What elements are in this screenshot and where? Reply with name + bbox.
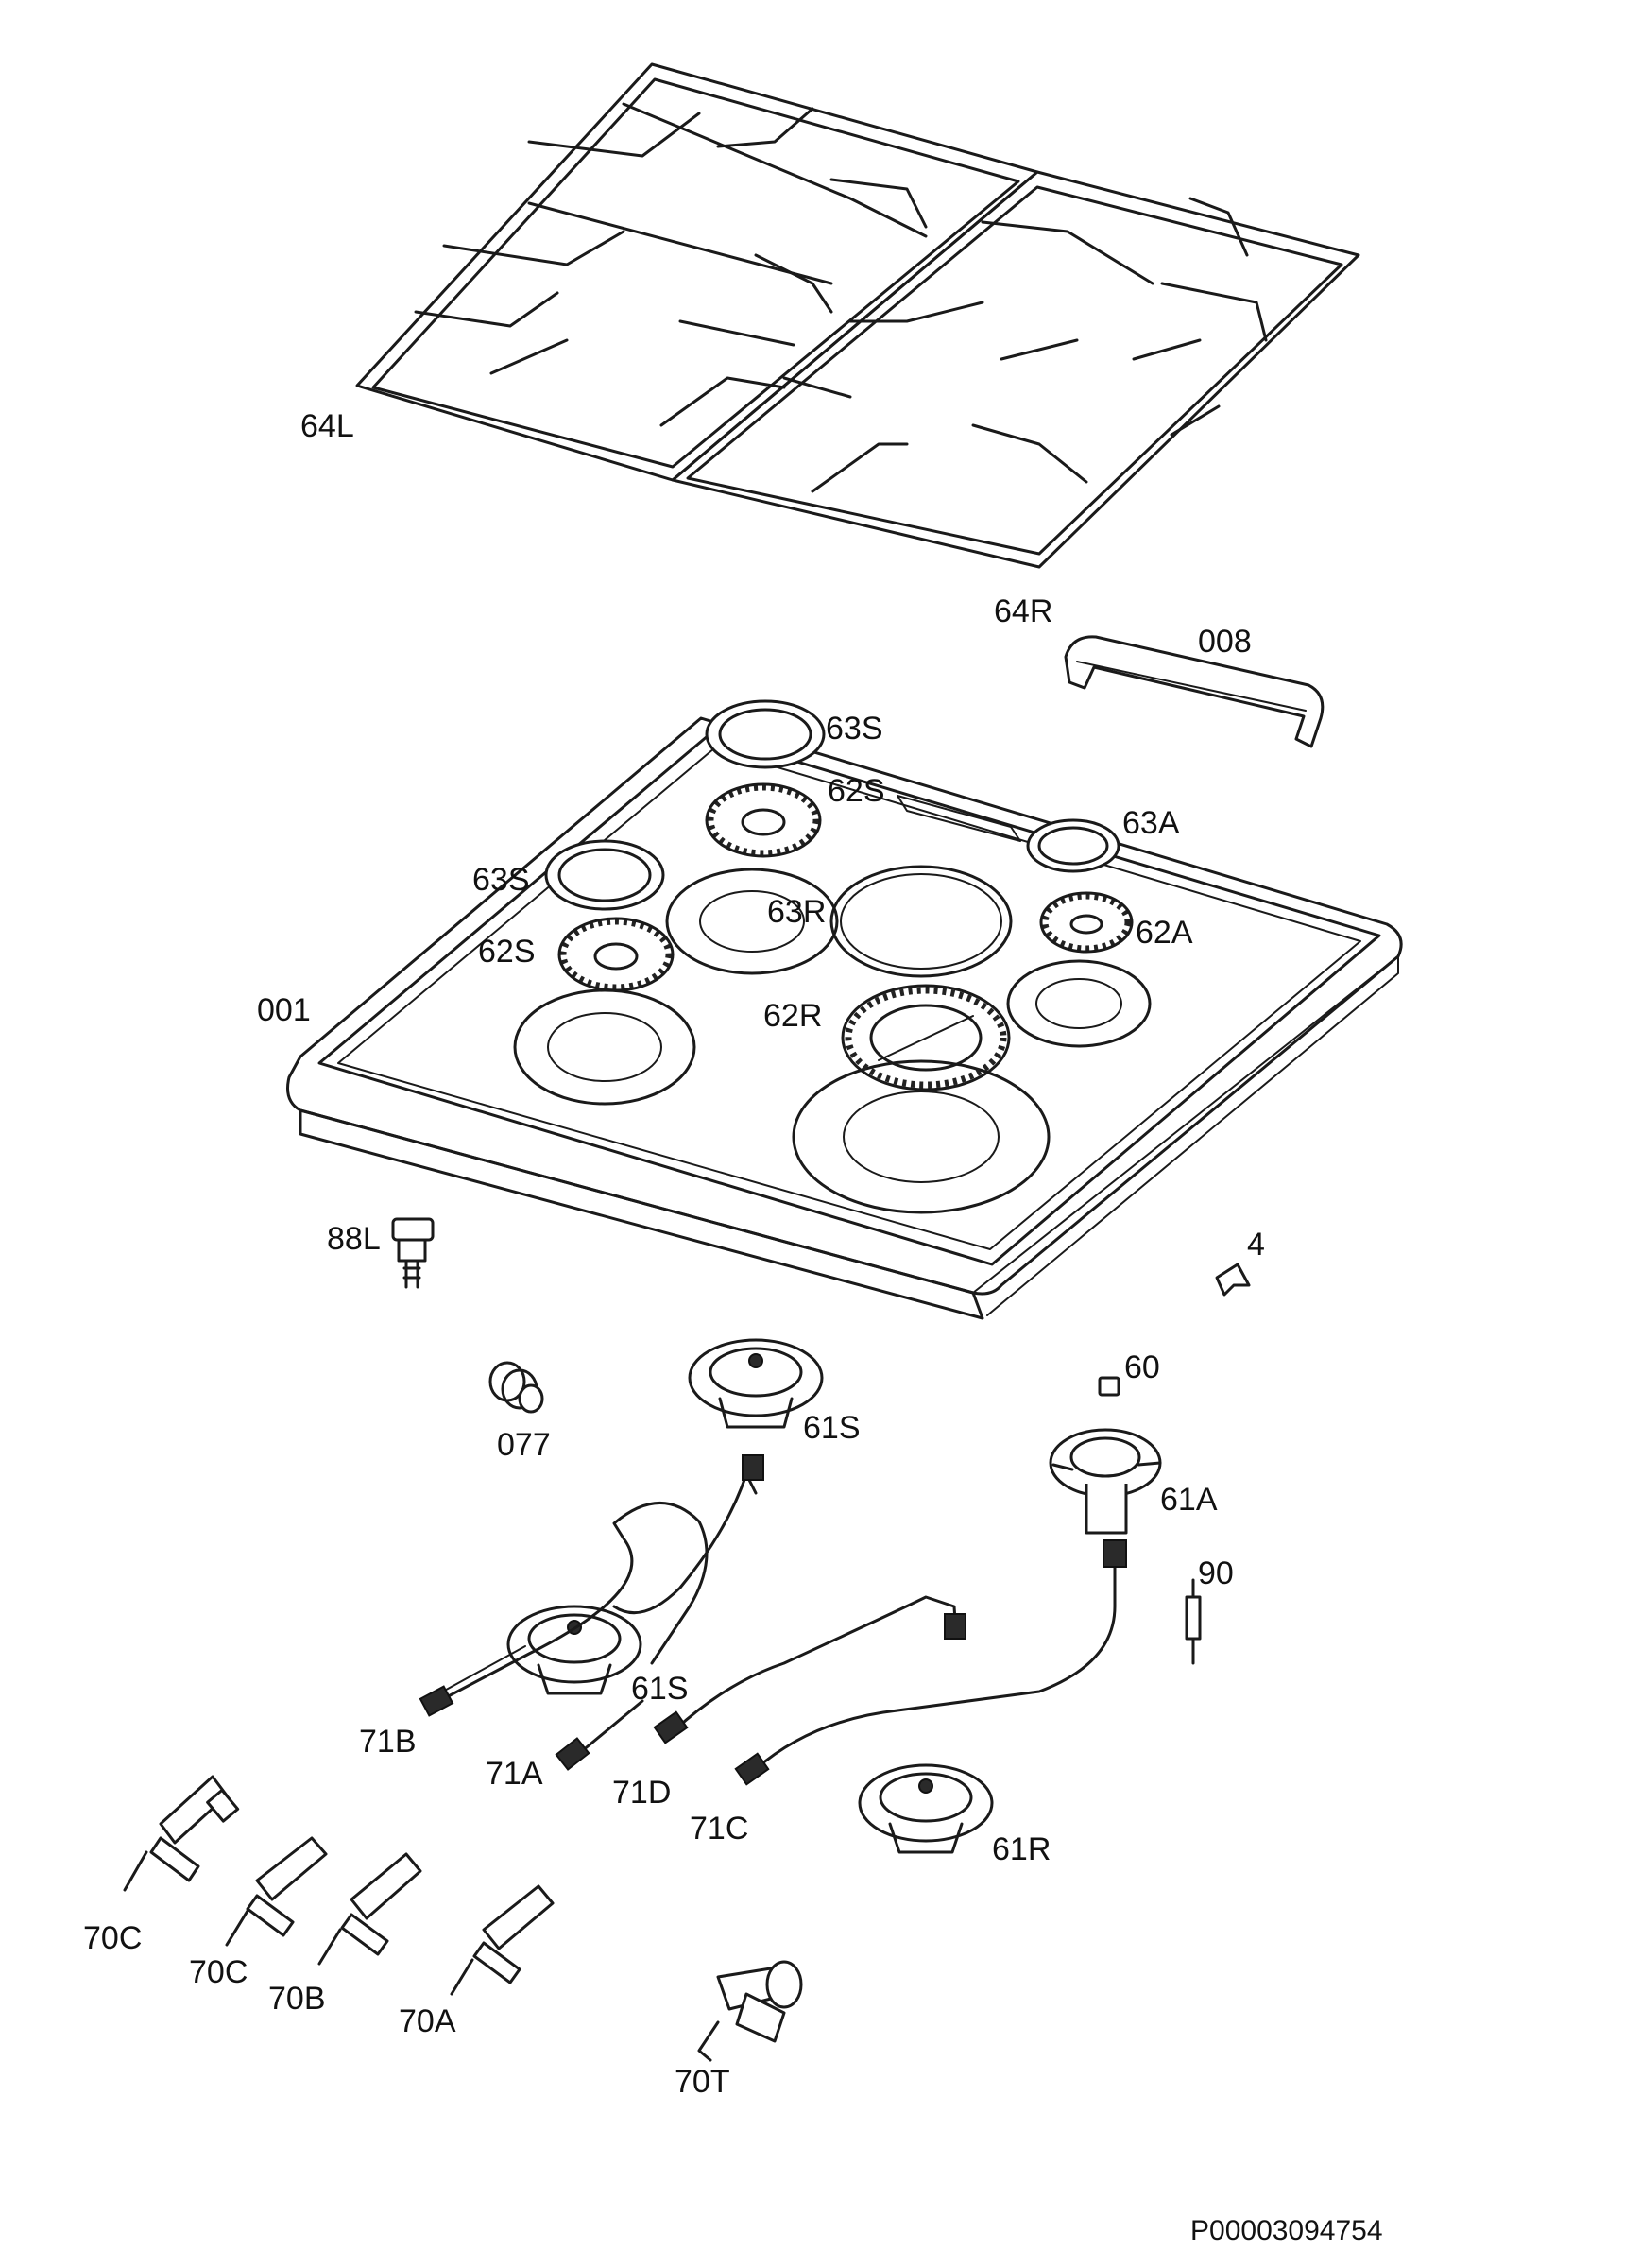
nozzle-88L[interactable] bbox=[391, 1217, 435, 1289]
burner-base-61S-mid[interactable] bbox=[506, 1605, 642, 1695]
pan-support-grid-left[interactable] bbox=[355, 62, 1039, 482]
burner-cap-63S-top[interactable] bbox=[705, 699, 826, 769]
label-71B: 71B bbox=[359, 1724, 417, 1760]
gas-pipe-71D[interactable] bbox=[612, 1454, 966, 1744]
gas-pipe-71A[interactable] bbox=[555, 1699, 644, 1771]
burner-base-61R[interactable] bbox=[858, 1763, 994, 1854]
burner-crown-62R[interactable] bbox=[841, 984, 1011, 1091]
burner-crown-62A[interactable] bbox=[1039, 891, 1134, 954]
gas-tap-70C-1[interactable] bbox=[123, 1775, 240, 1892]
label-63S-left: 63S bbox=[472, 862, 530, 898]
part-60[interactable] bbox=[1098, 1376, 1120, 1397]
label-008: 008 bbox=[1198, 624, 1252, 660]
gas-pipe-71C[interactable] bbox=[734, 1539, 1127, 1786]
label-90: 90 bbox=[1198, 1555, 1234, 1591]
label-077: 077 bbox=[497, 1427, 551, 1463]
label-63A: 63A bbox=[1122, 805, 1180, 841]
label-61A: 61A bbox=[1160, 1482, 1218, 1518]
document-code: P00003094754 bbox=[1190, 2215, 1383, 2246]
label-62S-left: 62S bbox=[478, 934, 536, 970]
gas-tap-70B[interactable] bbox=[317, 1852, 422, 1966]
label-001: 001 bbox=[257, 992, 311, 1028]
gas-tap-70T[interactable] bbox=[697, 1960, 803, 2062]
label-64L: 64L bbox=[300, 408, 354, 444]
label-64R: 64R bbox=[994, 593, 1052, 629]
label-71C: 71C bbox=[690, 1811, 748, 1847]
burner-base-61S-top[interactable] bbox=[688, 1338, 824, 1429]
pan-support-grid-right[interactable] bbox=[671, 170, 1360, 569]
label-88L: 88L bbox=[327, 1221, 381, 1257]
label-61S-top: 61S bbox=[803, 1410, 861, 1446]
label-70T: 70T bbox=[675, 2064, 730, 2100]
label-71D: 71D bbox=[612, 1775, 671, 1811]
label-62A: 62A bbox=[1136, 915, 1193, 951]
label-70B: 70B bbox=[268, 1981, 326, 2017]
label-61S-mid: 61S bbox=[631, 1671, 689, 1707]
label-70C-1: 70C bbox=[83, 1920, 142, 1956]
thermocouple-90[interactable] bbox=[1185, 1578, 1202, 1665]
label-62S-top: 62S bbox=[828, 773, 885, 809]
label-62R: 62R bbox=[763, 998, 822, 1034]
seal-077[interactable] bbox=[488, 1361, 544, 1414]
gas-tap-70C-2[interactable] bbox=[225, 1836, 328, 1947]
burner-crown-62S-top[interactable] bbox=[705, 782, 822, 858]
label-4: 4 bbox=[1247, 1227, 1265, 1263]
label-63R: 63R bbox=[767, 894, 826, 930]
label-60: 60 bbox=[1124, 1349, 1160, 1385]
label-63S-top: 63S bbox=[826, 711, 883, 747]
burner-cap-63A[interactable] bbox=[1026, 818, 1120, 873]
burner-cap-63S-left[interactable] bbox=[544, 839, 665, 911]
label-71A: 71A bbox=[486, 1756, 543, 1792]
label-70C-2: 70C bbox=[189, 1954, 248, 1990]
label-70A: 70A bbox=[399, 2003, 456, 2039]
burner-crown-62S-left[interactable] bbox=[557, 917, 675, 992]
label-61R: 61R bbox=[992, 1831, 1051, 1867]
clip-4[interactable] bbox=[1215, 1263, 1251, 1297]
burner-base-61A[interactable] bbox=[1049, 1428, 1162, 1535]
gas-pipe-71B[interactable] bbox=[419, 1502, 709, 1717]
rail-bracket-008[interactable] bbox=[1064, 635, 1325, 748]
gas-tap-70A[interactable] bbox=[450, 1884, 555, 1996]
